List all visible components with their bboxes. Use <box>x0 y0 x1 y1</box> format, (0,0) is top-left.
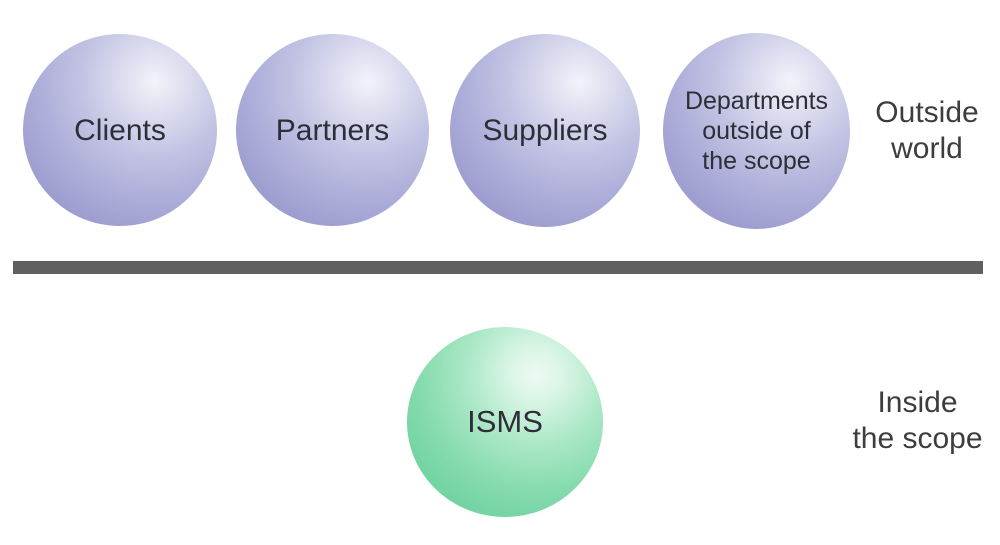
sphere-suppliers: Suppliers <box>450 34 640 227</box>
sphere-departments-label-line-3: the scope <box>702 147 811 175</box>
outside-world-label-line-2: world <box>891 132 963 165</box>
sphere-clients: Clients <box>23 34 217 226</box>
sphere-departments-label-line-1: Departments <box>684 87 829 115</box>
inside-scope-label-line-2: the scope <box>852 422 983 455</box>
outside-world-label-line-1: Outside <box>875 96 979 129</box>
sphere-isms-label: ISMS <box>467 403 543 439</box>
inside-scope-label: Inside the scope <box>820 385 1000 457</box>
scope-boundary-line <box>13 261 983 274</box>
sphere-departments-label-line-2: outside of <box>702 117 811 145</box>
sphere-isms: ISMS <box>407 327 603 517</box>
outside-world-label: Outside world <box>852 95 1000 167</box>
sphere-clients-label: Clients <box>74 113 166 147</box>
sphere-departments-label: Departments outside of the scope <box>685 86 828 176</box>
sphere-departments-outside-scope: Departments outside of the scope <box>663 33 850 229</box>
sphere-partners: Partners <box>236 34 429 226</box>
inside-scope-label-line-1: Inside <box>877 386 958 419</box>
sphere-suppliers-label: Suppliers <box>482 114 608 147</box>
sphere-partners-label: Partners <box>275 113 390 147</box>
